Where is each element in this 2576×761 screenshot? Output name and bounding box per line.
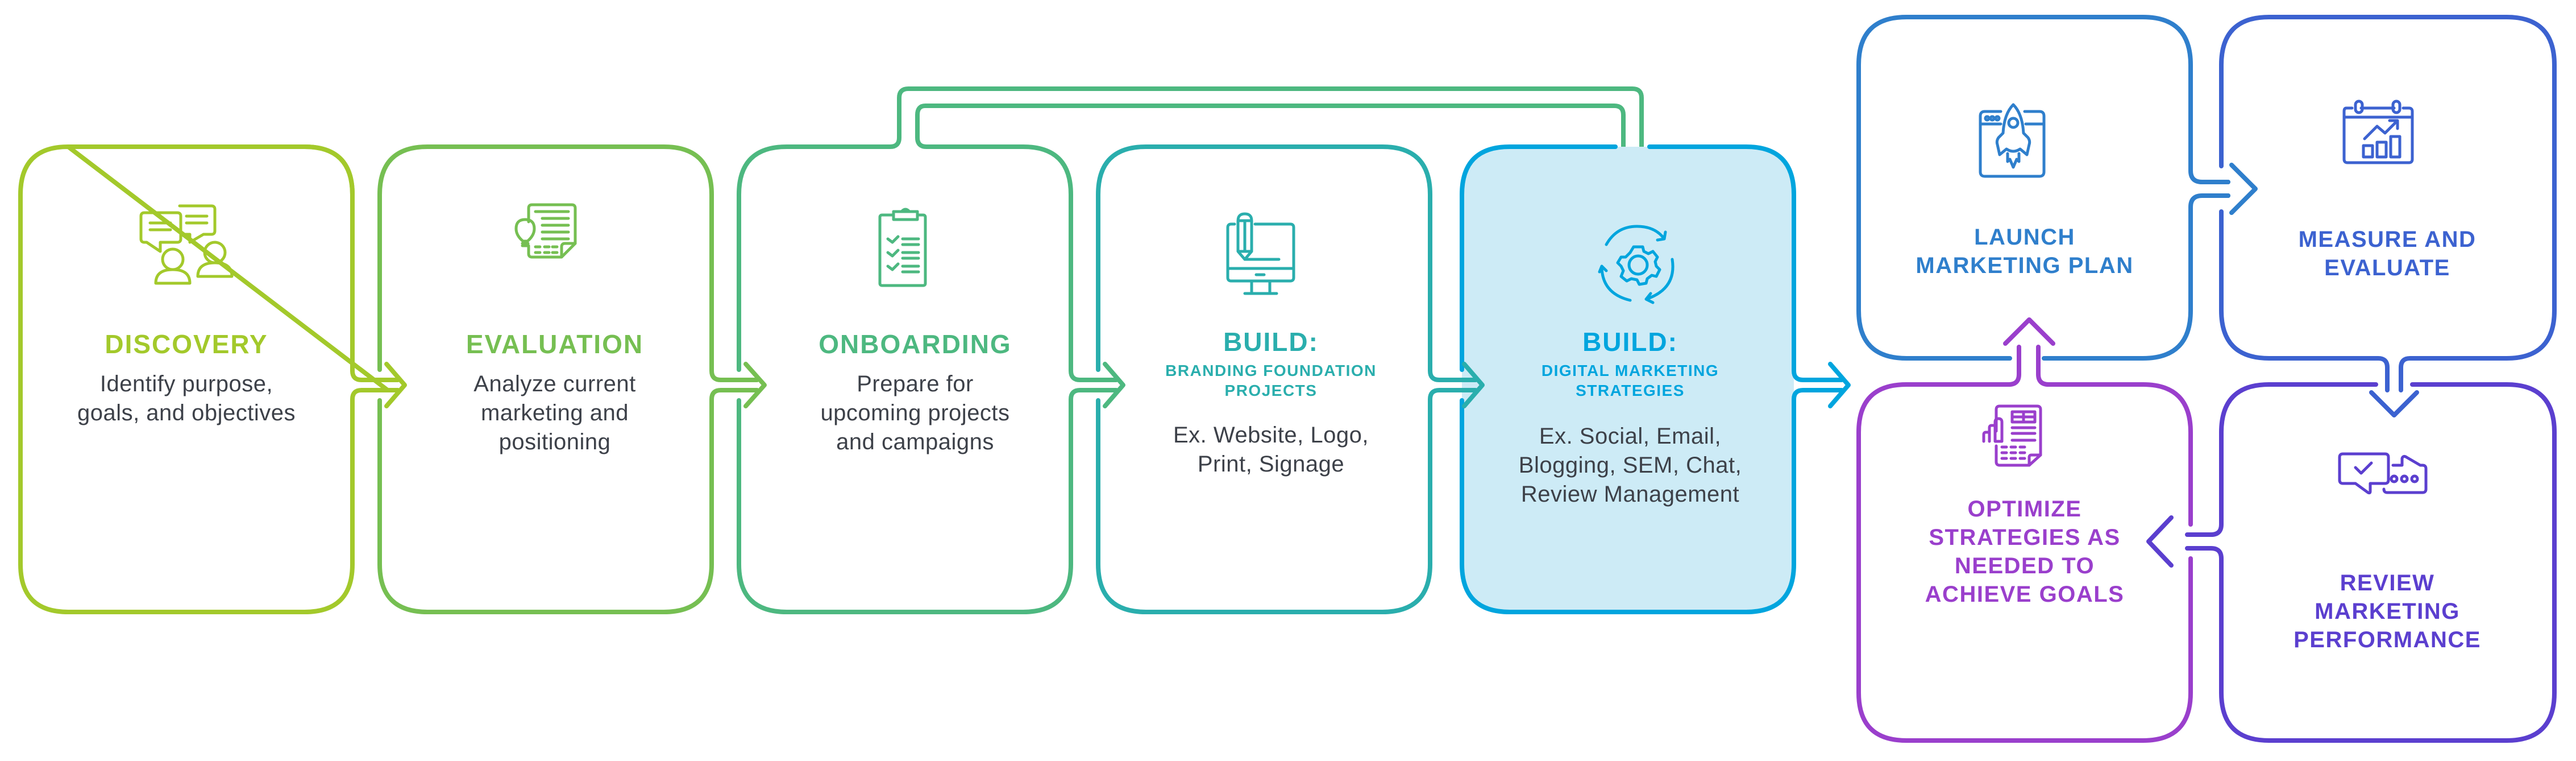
subtitle-line: PROJECTS [1224, 382, 1318, 399]
step-title-evaluation: EVALUATION [466, 329, 644, 359]
arrow-build-digital-to-launch [1803, 362, 1851, 408]
title-line: LAUNCH [1974, 225, 2075, 250]
chat-review-icon [2338, 452, 2428, 495]
desc-line: Ex. Website, Logo, [1173, 423, 1369, 448]
step-description-build-digital: Ex. Social, Email, Blogging, SEM, Chat, … [1471, 422, 1789, 510]
step-description-evaluation: Analyze current marketing and positionin… [401, 370, 708, 457]
arrow-onboarding-to-build-branding [1080, 362, 1125, 408]
desc-line: Prepare for [857, 371, 974, 396]
browser-rocket-icon [1979, 103, 2046, 178]
cycle-box-launch [1856, 15, 2230, 361]
desc-line: Identify purpose, [99, 371, 273, 396]
cycle-title-optimize: OPTIMIZE STRATEGIES AS NEEDED TO ACHIEVE… [1865, 495, 2184, 609]
calendar-chart-icon [2342, 100, 2414, 164]
step-description-onboarding: Prepare for upcoming projects and campai… [756, 370, 1074, 457]
step-subtitle-build-branding: BRANDING FOUNDATION PROJECTS [1112, 361, 1430, 400]
step-box-onboarding [737, 86, 1644, 614]
step-subtitle-build-digital: DIGITAL MARKETING STRATEGIES [1471, 361, 1789, 400]
step-box-build-digital [1460, 144, 1833, 614]
desc-line: upcoming projects [820, 400, 1010, 426]
subtitle-line: DIGITAL MARKETING [1541, 362, 1719, 379]
cycle-title-review: REVIEW MARKETING PERFORMANCE [2228, 569, 2546, 654]
title-line: MEASURE AND [2298, 227, 2477, 252]
title-line: PERFORMANCE [2294, 627, 2481, 652]
desc-line: and campaigns [836, 429, 994, 455]
subtitle-line: BRANDING FOUNDATION [1165, 362, 1377, 379]
step-description-discovery: Identify purpose, goals, and objectives [33, 370, 340, 428]
title-line: STRATEGIES AS [1929, 525, 2121, 550]
step-description-build-branding: Ex. Website, Logo, Print, Signage [1112, 421, 1430, 479]
title-line: NEEDED TO [1954, 553, 2095, 578]
conversation-people-icon [139, 204, 234, 285]
report-chart-icon [1982, 404, 2042, 467]
document-lightbulb-icon [514, 203, 577, 259]
title-line: MARKETING PLAN [1916, 253, 2134, 278]
title-line: ACHIEVE GOALS [1925, 582, 2125, 607]
title-line: EVALUATE [2324, 255, 2450, 280]
cycle-title-launch: LAUNCH MARKETING PLAN [1865, 223, 2184, 280]
desc-line: goals, and objectives [77, 400, 296, 426]
desc-line: marketing and [481, 400, 629, 426]
clipboard-checklist-icon [878, 208, 927, 287]
arrow-review-to-optimize [2146, 515, 2174, 568]
arrow-build-branding-to-build-digital [1439, 362, 1485, 408]
step-box-build-branding [1096, 144, 1469, 614]
arrow-evaluation-to-onboarding [721, 362, 767, 408]
arrow-discovery-to-evaluation [362, 362, 407, 408]
desc-line: Ex. Social, Email, [1539, 424, 1722, 449]
subtitle-line: STRATEGIES [1576, 382, 1685, 399]
title-line: OPTIMIZE [1967, 497, 2082, 522]
arrow-launch-to-measure [2209, 163, 2258, 215]
desc-line: Review Management [1520, 482, 1740, 507]
desc-line: positioning [498, 429, 611, 455]
step-box-discovery [18, 144, 390, 614]
step-title-build-branding: BUILD: [1223, 327, 1319, 357]
desc-line: Print, Signage [1197, 452, 1345, 477]
arrow-measure-to-review [2369, 390, 2419, 417]
title-line: MARKETING [2315, 599, 2460, 624]
arrow-optimize-to-launch [2003, 317, 2055, 346]
cycle-box-measure [2219, 15, 2557, 392]
step-title-onboarding: ONBOARDING [818, 329, 1012, 359]
cycle-title-measure: MEASURE AND EVALUATE [2228, 225, 2546, 282]
desc-line: Analyze current [473, 371, 636, 396]
title-line: REVIEW [2340, 570, 2435, 595]
monitor-pencil-icon [1226, 212, 1295, 295]
step-box-evaluation [377, 144, 750, 614]
desc-line: Blogging, SEM, Chat, [1518, 453, 1742, 478]
step-title-build-digital: BUILD: [1582, 327, 1678, 357]
step-title-discovery: DISCOVERY [105, 329, 268, 359]
cycle-box-review [2185, 382, 2557, 743]
gear-cycle-icon [1598, 225, 1675, 304]
cycle-box-optimize [1856, 345, 2193, 743]
